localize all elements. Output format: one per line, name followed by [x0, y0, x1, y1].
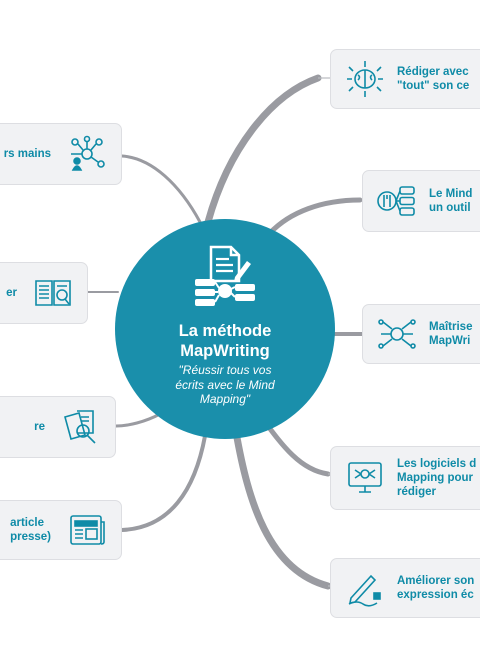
branch-label-left-3: re: [34, 421, 45, 433]
branch-label-right-3: Maîtrise MapWri: [429, 321, 473, 347]
central-title: La méthode MapWriting: [178, 322, 272, 360]
branch-label-right-5: Améliorer son expression éc: [397, 575, 475, 601]
branch-node-right-2[interactable]: Le Mind un outil: [362, 170, 480, 232]
branch-line-left-1: [120, 154, 202, 224]
writing-hand-icon: [343, 566, 387, 610]
branch-line-right-1: [204, 74, 322, 226]
newspaper-icon: [65, 508, 109, 552]
tools-mindmap-icon: [375, 179, 419, 223]
central-topic[interactable]: La méthode MapWriting "Réussir tous vos …: [115, 219, 335, 439]
document-mindmap-icon: [195, 245, 255, 306]
branch-node-right-3[interactable]: Maîtrise MapWri: [362, 304, 480, 364]
branch-node-right-4[interactable]: Les logiciels d Mapping pour rédiger: [330, 446, 480, 510]
branch-label-right-4: Les logiciels d Mapping pour rédiger: [397, 458, 477, 498]
branch-node-left-1[interactable]: rs mains: [0, 123, 122, 185]
branch-line-right-5: [232, 428, 332, 590]
branch-node-right-1[interactable]: Rédiger avec "tout" son ce: [330, 49, 480, 109]
documents-search-icon: [59, 405, 103, 449]
team-network-icon: [65, 132, 109, 176]
branch-label-left-2: er: [6, 287, 17, 299]
branch-label-right-1: Rédiger avec "tout" son ce: [397, 66, 470, 92]
central-subtitle: "Réussir tous vos écrits avec le Mind Ma…: [175, 363, 275, 406]
branch-line-left-3: [114, 412, 162, 428]
branch-line-right-2: [267, 197, 363, 236]
brain-icon: [343, 57, 387, 101]
branch-line-left-4: [120, 434, 207, 532]
book-search-icon: [31, 271, 75, 315]
branch-label-right-2: Le Mind un outil: [429, 188, 473, 214]
branch-node-right-5[interactable]: Améliorer son expression éc: [330, 558, 480, 618]
branch-label-left-1: rs mains: [3, 148, 51, 160]
mindmap-network-icon: [375, 312, 419, 356]
branch-node-left-3[interactable]: re: [0, 396, 116, 458]
branch-node-left-2[interactable]: er: [0, 262, 88, 324]
monitor-mindmap-icon: [343, 456, 387, 500]
branch-label-left-4: article presse): [10, 517, 51, 543]
branch-node-left-4[interactable]: article presse): [0, 500, 122, 560]
